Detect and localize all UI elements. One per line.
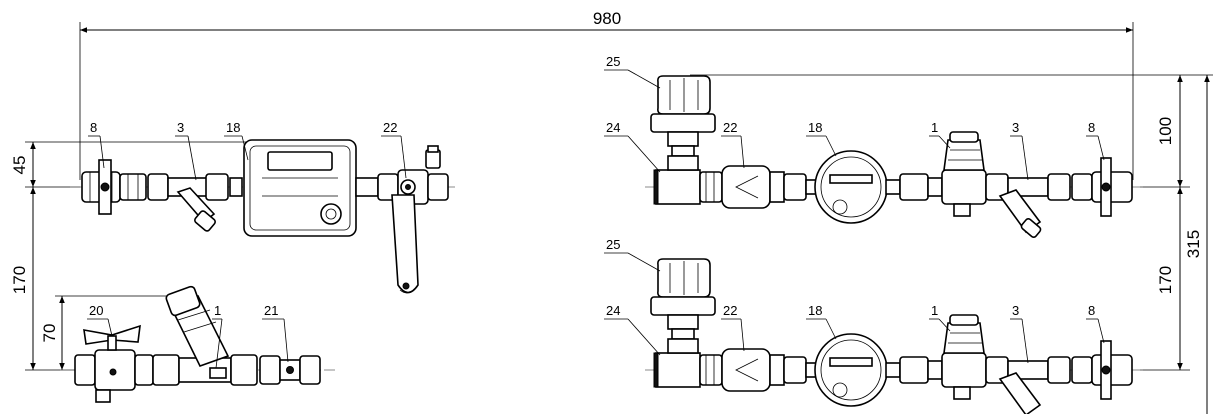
label-lb-1: 1 [212, 303, 223, 369]
water-meter-18-right [805, 150, 901, 224]
svg-text:18: 18 [808, 120, 822, 135]
strainer-filter-3-right [998, 173, 1071, 238]
svg-text:8: 8 [1088, 120, 1095, 135]
label-lt-8: 8 [88, 120, 105, 169]
label-lt-18: 18 [224, 120, 249, 161]
svg-text:21: 21 [264, 303, 278, 318]
svg-text:8: 8 [1088, 303, 1095, 318]
nut-fitting-3 [152, 354, 180, 386]
stop-valve-8-bottom [1071, 340, 1133, 400]
dim-315-label: 315 [1184, 230, 1203, 258]
vent-cap-25-bottom [650, 258, 716, 340]
strainer-filter-3-bottom [998, 356, 1071, 414]
assembly-right-top [645, 75, 1145, 238]
svg-text:24: 24 [606, 303, 620, 318]
check-valve-22 [699, 165, 807, 209]
stop-valve-8 [81, 159, 121, 215]
svg-text:25: 25 [606, 237, 620, 252]
label-rb-25: 25 [604, 237, 661, 272]
svg-text:3: 3 [1012, 303, 1019, 318]
dimension-right-vertical: 100 170 315 [690, 74, 1213, 414]
svg-text:22: 22 [723, 303, 737, 318]
tee-fitting-24-bottom [653, 338, 701, 388]
leader-labels: 8 3 18 22 20 1 [87, 54, 1105, 369]
valve-21 [259, 355, 321, 385]
nut-fitting [119, 173, 147, 201]
label-rb-18: 18 [806, 303, 837, 340]
dim-100-label: 100 [1156, 117, 1175, 145]
label-rb-24: 24 [604, 303, 661, 356]
vent-cap-25 [650, 75, 716, 157]
pressure-regulator-1-bottom [927, 314, 1009, 400]
pressure-regulator-1 [165, 285, 258, 386]
pressure-regulator-1-right [927, 131, 1009, 217]
nut-fitting-5 [899, 356, 929, 384]
label-rt-25: 25 [604, 54, 661, 89]
nut-fitting-4 [899, 173, 929, 201]
nut-fitting-2 [147, 173, 169, 201]
svg-text:1: 1 [931, 120, 938, 135]
label-lt-3: 3 [175, 120, 197, 181]
ball-valve-20 [74, 324, 154, 403]
svg-text:18: 18 [226, 120, 240, 135]
svg-text:25: 25 [606, 54, 620, 69]
strainer-filter-3 [167, 173, 229, 232]
label-lt-22: 22 [381, 120, 407, 179]
dim-45-label: 45 [10, 156, 29, 175]
label-rt-3: 3 [1010, 120, 1029, 181]
svg-text:3: 3 [177, 120, 184, 135]
label-rt-1: 1 [929, 120, 951, 149]
shutoff-valve-22 [377, 145, 449, 294]
dim-70-label: 70 [40, 324, 59, 343]
check-valve-22-bottom [699, 348, 807, 392]
svg-text:8: 8 [90, 120, 97, 135]
label-rt-18: 18 [806, 120, 837, 157]
label-rt-22: 22 [721, 120, 745, 169]
dimension-left-vertical: 45 170 [10, 141, 250, 371]
dim-980-label: 980 [593, 9, 621, 28]
svg-text:1: 1 [931, 303, 938, 318]
label-rt-8: 8 [1086, 120, 1105, 161]
stop-valve-8-right [1071, 157, 1133, 217]
label-lb-20: 20 [87, 303, 113, 337]
dimension-70: 70 [40, 295, 180, 370]
label-rt-24: 24 [604, 120, 661, 173]
assembly-left-top [70, 139, 455, 294]
label-lb-21: 21 [262, 303, 289, 363]
label-rb-3: 3 [1010, 303, 1029, 364]
dim-170-right-label: 170 [1156, 266, 1175, 294]
water-meter-18 [243, 139, 357, 237]
svg-text:24: 24 [606, 120, 620, 135]
svg-text:3: 3 [1012, 120, 1019, 135]
water-meter-18-bottom [805, 333, 901, 407]
svg-text:18: 18 [808, 303, 822, 318]
svg-text:1: 1 [214, 303, 221, 318]
label-rb-1: 1 [929, 303, 951, 332]
label-rb-8: 8 [1086, 303, 1105, 344]
tee-fitting-24 [653, 155, 701, 205]
svg-text:22: 22 [383, 120, 397, 135]
svg-text:22: 22 [723, 120, 737, 135]
dimension-overall-width: 980 [79, 9, 1134, 180]
label-rb-22: 22 [721, 303, 745, 352]
assembly-right-bottom [645, 258, 1145, 414]
svg-text:20: 20 [89, 303, 103, 318]
dim-170-left-label: 170 [10, 266, 29, 294]
